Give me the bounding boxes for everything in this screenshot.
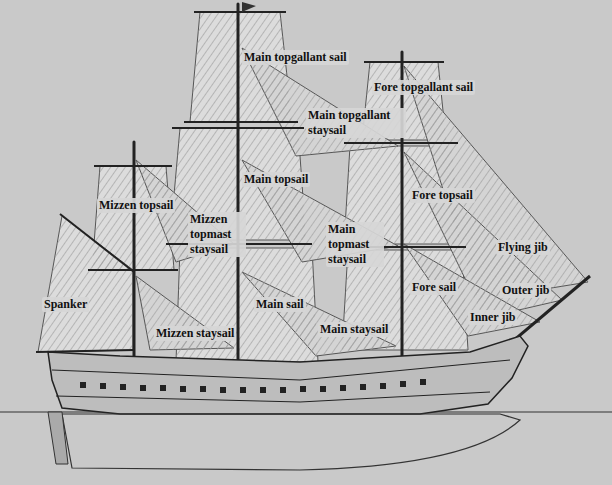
sail-label: Main sail <box>254 297 306 312</box>
sail-label: Fore sail <box>410 280 458 295</box>
sail-label: Inner jib <box>468 310 517 325</box>
sail-label: Spanker <box>42 297 89 312</box>
sail-label: Mizzen topsail <box>97 198 175 213</box>
sail-label: Fore topgallant sail <box>372 80 475 95</box>
sail-label: Main staysail <box>318 322 390 337</box>
sail-label: Fore topsail <box>410 188 475 203</box>
sail-label: Main topsail <box>242 172 310 187</box>
sail-label: Outer jib <box>500 283 551 298</box>
sail-label: Mizzen staysail <box>154 326 236 341</box>
sail-label: Mizzen topmast staysail <box>188 212 246 257</box>
sail-label: Flying jib <box>496 240 550 255</box>
sail-label: Main topmast staysail <box>326 222 384 267</box>
sail-label: Main topgallant sail <box>242 50 349 65</box>
sail-label: Main topgallant staysail <box>306 108 406 138</box>
